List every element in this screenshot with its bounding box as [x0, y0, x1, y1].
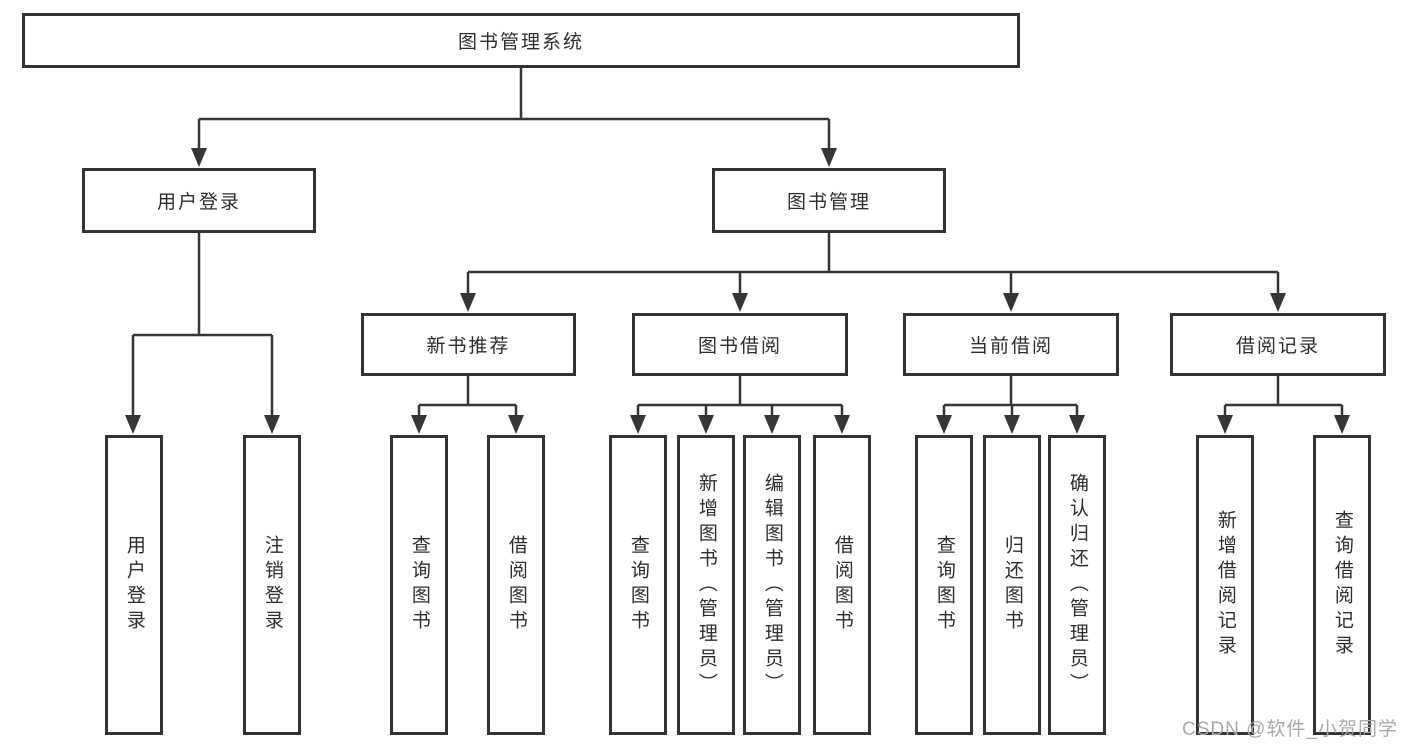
- leaf-current-return-book: 归还图书: [983, 435, 1041, 735]
- node-current-borrowing: 当前借阅: [903, 313, 1119, 376]
- arrow-down-icon: [264, 415, 280, 434]
- leaf-label: 新增图书（管理员）: [695, 472, 717, 698]
- leaf-label: 查询图书: [408, 535, 430, 635]
- node-label: 当前借阅: [968, 336, 1053, 357]
- arrow-down-icon: [732, 293, 748, 312]
- arrow-down-icon: [1334, 415, 1350, 434]
- arrow-down-icon: [411, 415, 427, 434]
- leaf-label: 编辑图书（管理员）: [761, 472, 783, 698]
- leaf-borrowing-add-book-admin: 新增图书（管理员）: [677, 435, 735, 735]
- leaf-label: 借阅图书: [505, 535, 527, 635]
- connector-current-branch: [942, 376, 1079, 430]
- arrow-down-icon: [1004, 415, 1020, 434]
- arrow-down-icon: [1069, 415, 1085, 434]
- arrow-down-icon: [1270, 293, 1286, 312]
- leaf-records-query-record: 查询借阅记录: [1313, 435, 1371, 735]
- node-new-book-recommendation: 新书推荐: [361, 313, 576, 376]
- node-label: 图书管理: [786, 192, 871, 213]
- leaf-borrowing-edit-book-admin: 编辑图书（管理员）: [743, 435, 801, 735]
- arrow-down-icon: [460, 293, 476, 312]
- node-borrowing-records: 借阅记录: [1170, 313, 1386, 376]
- node-user-login: 用户登录: [82, 168, 316, 233]
- connector-root-to-level2: [197, 68, 831, 163]
- leaf-label: 借阅图书: [831, 535, 853, 635]
- leaf-label: 用户登录: [123, 535, 145, 635]
- leaf-label: 归还图书: [1001, 535, 1023, 635]
- arrow-down-icon: [764, 415, 780, 434]
- leaf-records-add-record: 新增借阅记录: [1196, 435, 1254, 735]
- arrow-down-icon: [1217, 415, 1233, 434]
- node-label: 借阅记录: [1235, 336, 1320, 357]
- leaf-current-confirm-return-admin: 确认归还（管理员）: [1048, 435, 1106, 735]
- leaf-recommend-query-book: 查询图书: [390, 435, 448, 735]
- leaf-borrowing-borrow-book: 借阅图书: [813, 435, 871, 735]
- connector-user-login-branch: [131, 233, 274, 430]
- node-label: 用户登录: [156, 192, 241, 213]
- leaf-label: 查询图书: [933, 535, 955, 635]
- arrow-down-icon: [191, 148, 207, 167]
- leaf-logout-login: 注销登录: [243, 435, 301, 735]
- connector-borrowing-branch: [636, 376, 844, 430]
- watermark-text: CSDN @软件_小贺同学: [1182, 719, 1398, 740]
- arrow-down-icon: [125, 415, 141, 434]
- leaf-borrowing-query-book: 查询图书: [609, 435, 667, 735]
- connector-book-management-branch: [466, 233, 1280, 308]
- node-label: 新书推荐: [426, 336, 511, 357]
- node-book-borrowing: 图书借阅: [632, 313, 848, 376]
- leaf-label: 新增借阅记录: [1214, 510, 1236, 660]
- arrow-down-icon: [508, 415, 524, 434]
- leaf-user-login: 用户登录: [105, 435, 163, 735]
- arrow-down-icon: [834, 415, 850, 434]
- arrow-down-icon: [821, 148, 837, 167]
- leaf-label: 查询借阅记录: [1331, 510, 1353, 660]
- connector-records-branch: [1223, 376, 1344, 430]
- leaf-current-query-book: 查询图书: [915, 435, 973, 735]
- node-book-management: 图书管理: [712, 168, 946, 233]
- connector-recommend-branch: [417, 376, 518, 430]
- arrow-down-icon: [698, 415, 714, 434]
- leaf-label: 注销登录: [261, 535, 283, 635]
- leaf-label: 确认归还（管理员）: [1066, 472, 1088, 698]
- arrow-down-icon: [936, 415, 952, 434]
- node-library-management-system: 图书管理系统: [22, 13, 1020, 68]
- arrow-down-icon: [1003, 293, 1019, 312]
- leaf-label: 查询图书: [627, 535, 649, 635]
- leaf-recommend-borrow-book: 借阅图书: [487, 435, 545, 735]
- node-label: 图书借阅: [697, 336, 782, 357]
- node-label: 图书管理系统: [457, 32, 584, 53]
- arrow-down-icon: [630, 415, 646, 434]
